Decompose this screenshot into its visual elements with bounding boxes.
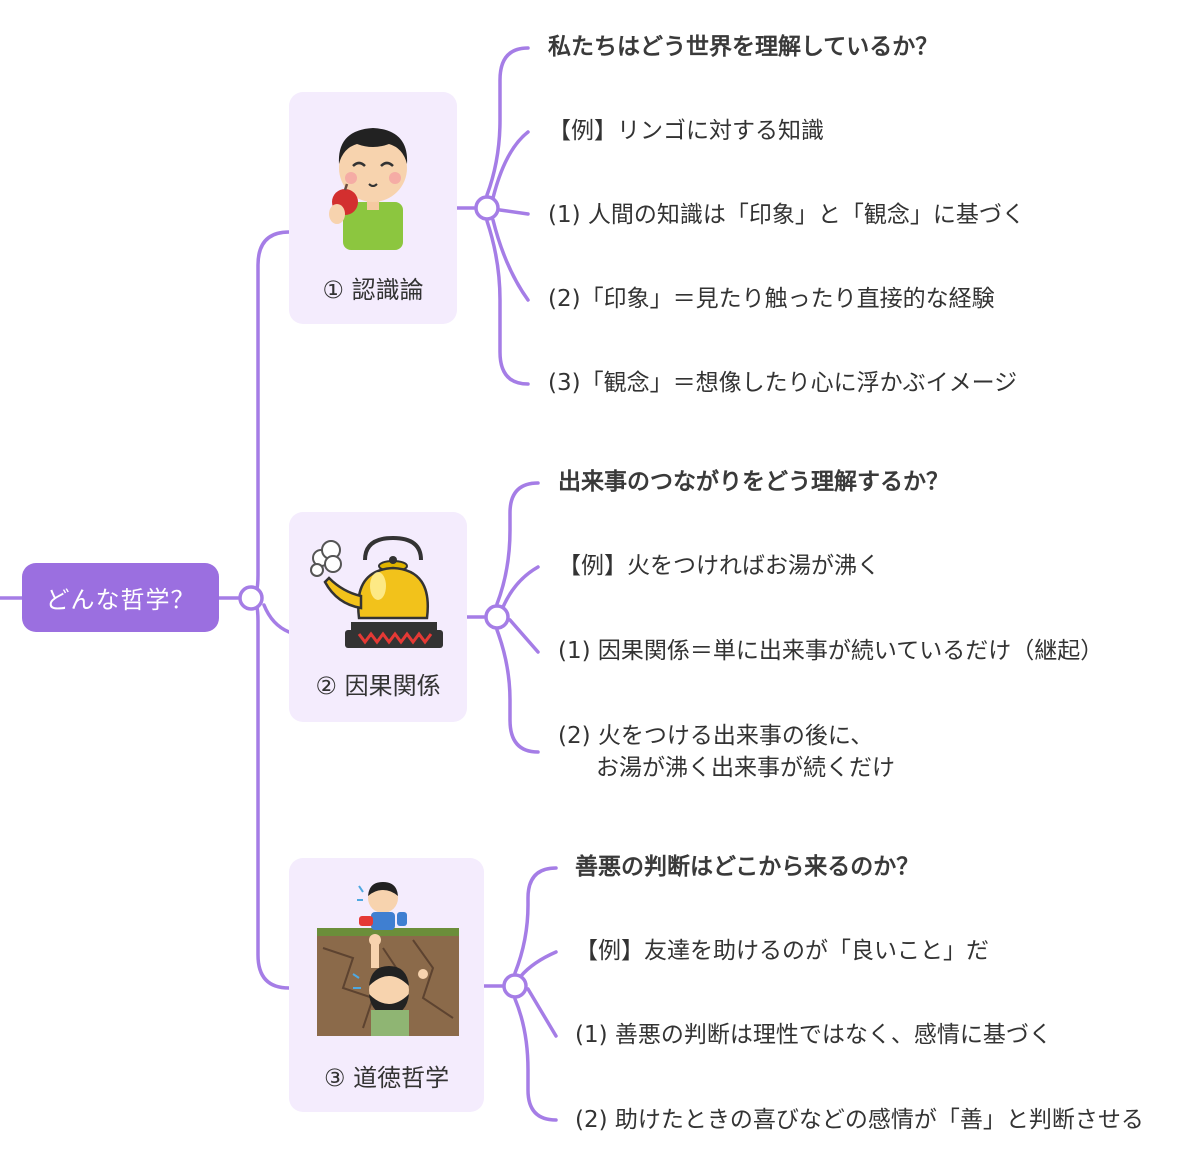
branch-card-causality[interactable]: ② 因果関係 (289, 512, 467, 722)
kettle-on-stove-icon (310, 535, 443, 648)
point-moral-2: (2) 助けたときの喜びなどの感情が「善」と判断させる (575, 1107, 1144, 1133)
branch-label: ① 認識論 (322, 276, 424, 304)
root-node[interactable]: どんな哲学？ (22, 563, 219, 632)
point-causality-1: (1) 因果関係＝単に出来事が続いているだけ（継起） (558, 638, 1104, 664)
branch-3-hub-node (502, 973, 528, 999)
question-moral: 善悪の判断はどこから来るのか？ (575, 854, 920, 880)
point-causality-2: (2) 火をつける出来事の後に、 お湯が沸く出来事が続くだけ (558, 720, 895, 784)
branch-1-hub-node (474, 195, 500, 221)
example-epistemology: 【例】リンゴに対する知識 (548, 118, 824, 144)
branch-label: ② 因果関係 (315, 672, 441, 700)
root-hub-node (238, 585, 264, 611)
point-epistemology-1: (1) 人間の知識は「印象」と「観念」に基づく (548, 202, 1025, 228)
branch-card-moral-philosophy[interactable]: ③ 道徳哲学 (289, 858, 484, 1112)
boy-eating-apple-icon (329, 128, 408, 250)
branch-label: ③ 道徳哲学 (323, 1064, 450, 1092)
branch-2-hub-node (484, 604, 510, 630)
point-epistemology-3: (3)「観念」＝想像したり心に浮かぶイメージ (548, 370, 1018, 396)
example-causality: 【例】火をつければお湯が沸く (558, 553, 880, 579)
root-label: どんな哲学？ (45, 586, 196, 614)
point-causality-2-line-1: (2) 火をつける出来事の後に、 (558, 723, 874, 749)
connector-branch-3 (249, 596, 291, 990)
point-epistemology-2: (2)「印象」＝見たり触ったり直接的な経験 (548, 286, 995, 312)
point-moral-1: (1) 善悪の判断は理性ではなく、感情に基づく (575, 1022, 1052, 1048)
point-causality-2-line-2: お湯が沸く出来事が続くだけ (596, 755, 895, 781)
connector-branch-2 (262, 603, 291, 634)
branch-card-epistemology[interactable]: ① 認識論 (289, 92, 457, 324)
helping-friend-out-of-pit-icon (317, 882, 459, 1036)
example-moral: 【例】友達を助けるのが「良いこと」だ (575, 938, 989, 964)
question-causality: 出来事のつながりをどう理解するか？ (558, 469, 949, 495)
connector-branch-1 (249, 230, 291, 600)
question-epistemology: 私たちはどう世界を理解しているか？ (548, 34, 939, 60)
